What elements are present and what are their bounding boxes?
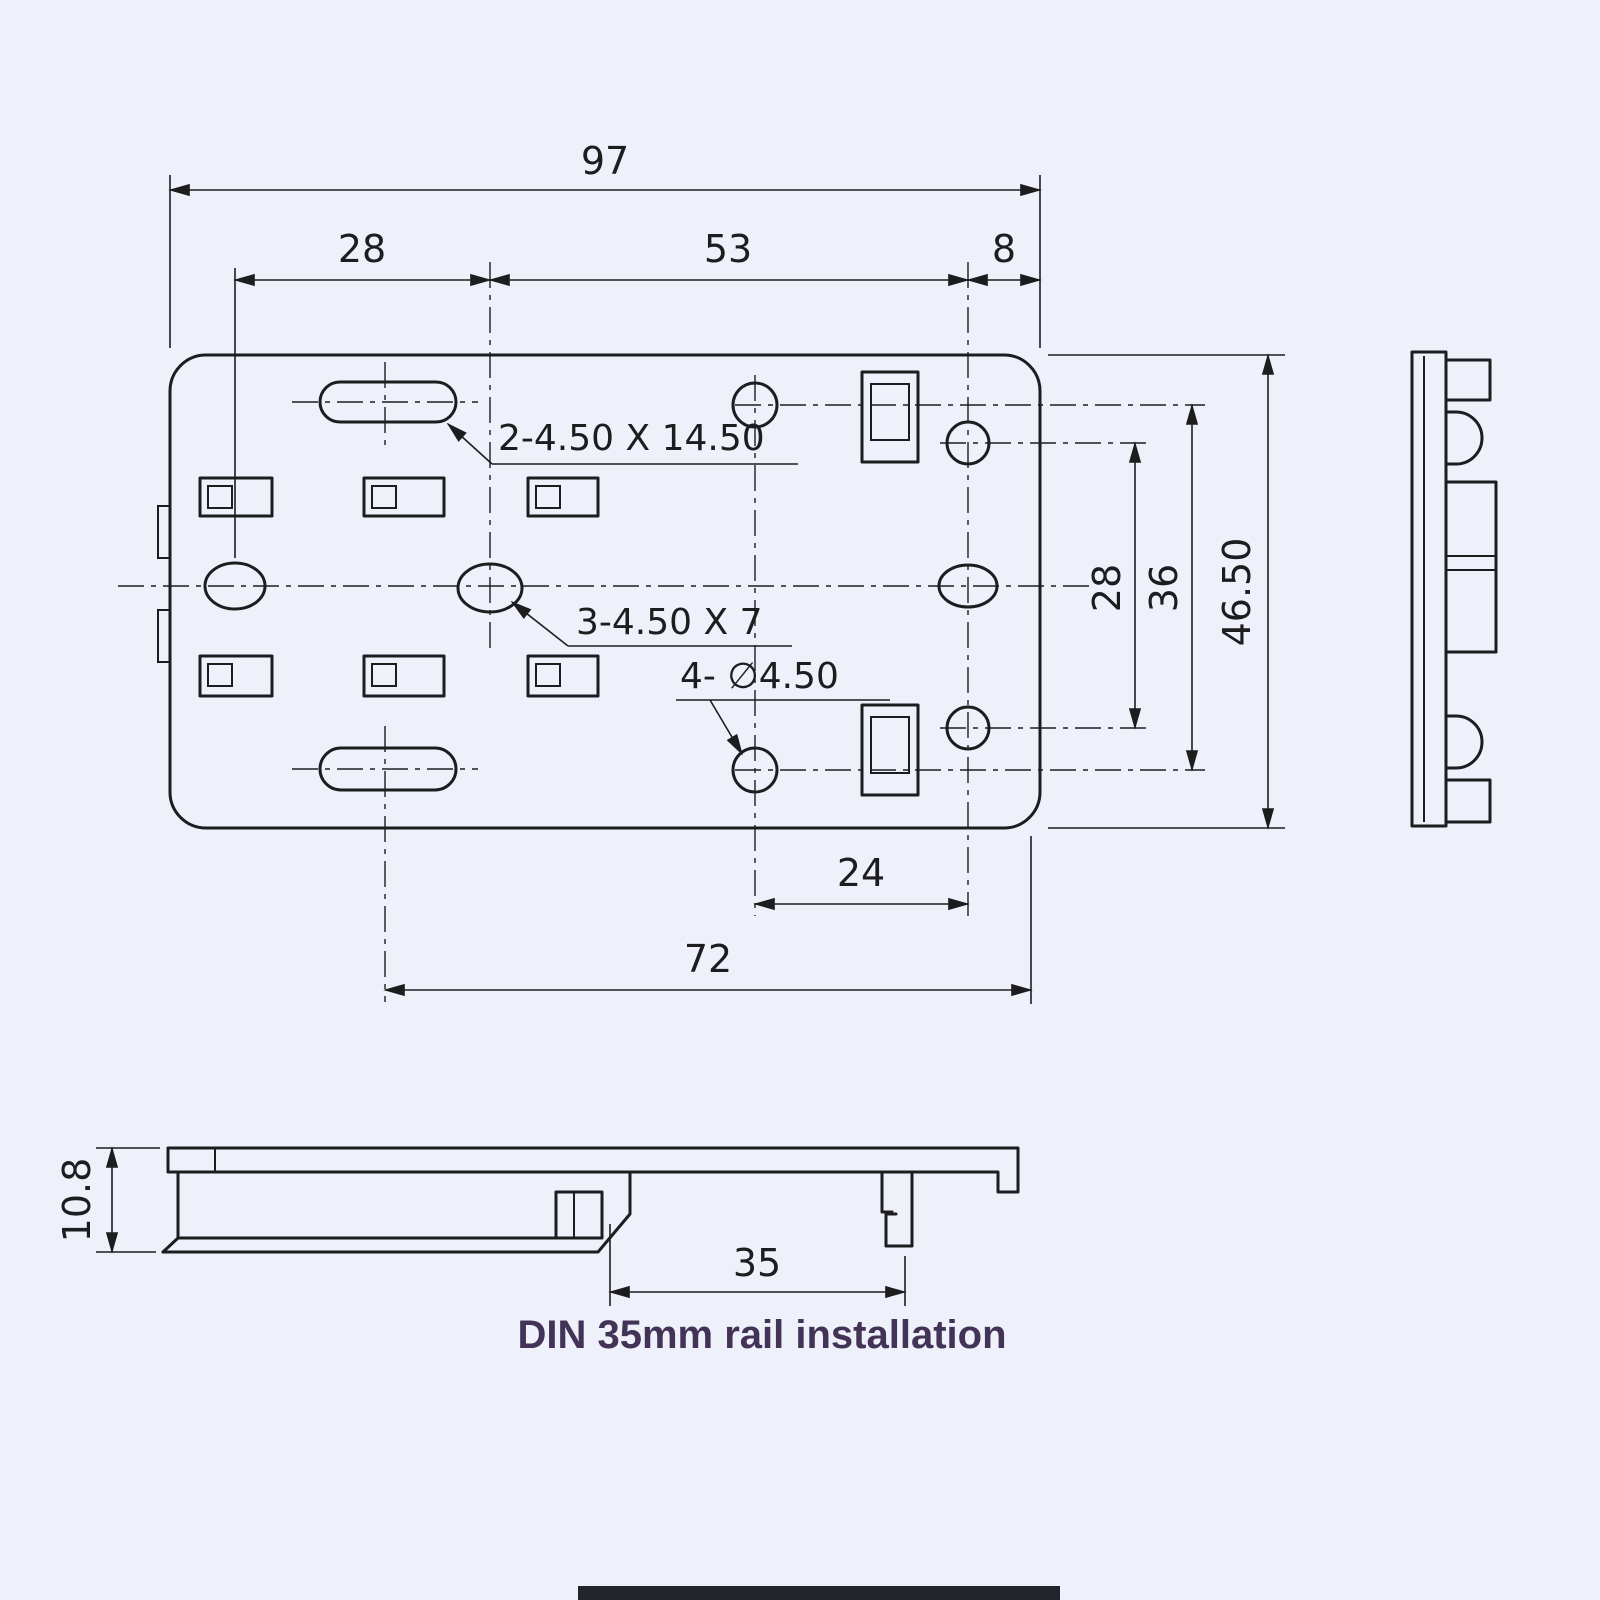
caption-din-rail: DIN 35mm rail installation xyxy=(517,1313,1006,1357)
dim-holes-28: 28 xyxy=(1085,441,1142,730)
dim-row-28-53-8: 28 53 8 xyxy=(233,227,1042,558)
hole-right-bottom xyxy=(945,705,991,751)
dim-28-label: 28 xyxy=(338,227,386,271)
dim-holes-36: 36 xyxy=(1142,403,1199,772)
slot-bottom xyxy=(318,746,458,792)
side-bottom-block xyxy=(1444,778,1492,824)
profile-left-tip xyxy=(161,1236,180,1254)
hole-top-center xyxy=(731,381,779,429)
callout-ovals: 3-4.50 X 7 xyxy=(510,600,792,647)
l-cutout-5 xyxy=(362,654,446,698)
centerlines xyxy=(118,262,1205,1002)
callout-holes: 4- ∅4.50 xyxy=(676,656,890,756)
cropped-banner xyxy=(578,1586,1060,1600)
oval-left xyxy=(203,561,267,611)
callout-holes-label: 4- ∅4.50 xyxy=(680,656,839,697)
dim-8-label: 8 xyxy=(992,227,1016,271)
oval-center xyxy=(456,562,524,614)
dim-97-label: 97 xyxy=(581,139,629,183)
l-cutout-1 xyxy=(198,476,274,518)
l-cutout-1-inner xyxy=(207,485,233,509)
dim-24-label: 24 xyxy=(837,851,885,895)
l-cutout-5-inner xyxy=(371,663,397,687)
l-cutout-6-inner xyxy=(535,663,561,687)
bottom-view: 10.8 35 DIN 35mm rail installation xyxy=(55,1146,1020,1357)
profile-hook-outer xyxy=(884,1170,914,1248)
dim-53-label: 53 xyxy=(704,227,752,271)
leader-line xyxy=(510,600,569,647)
oval-right xyxy=(937,563,999,609)
callout-slots: 2-4.50 X 14.50 xyxy=(446,418,798,465)
profile-body-inner xyxy=(176,1170,558,1240)
side-upper-bump xyxy=(1444,410,1484,466)
dim-72-label: 72 xyxy=(684,937,732,981)
dim-35-label: 35 xyxy=(733,1241,781,1285)
rect-cutout-top-inner xyxy=(870,383,910,441)
dim-bottom-24: 24 xyxy=(753,851,970,911)
side-mid-block xyxy=(1444,480,1498,654)
plate-outline xyxy=(168,353,1042,830)
side-top-block xyxy=(1444,358,1492,402)
l-cutout-3-inner xyxy=(535,485,561,509)
left-edge-tab-upper xyxy=(157,505,170,559)
profile-bottom-edge xyxy=(161,1170,632,1254)
top-view: 97 28 53 8 46.50 36 28 xyxy=(118,139,1285,1004)
dim-overall-height: 46.50 xyxy=(1048,353,1285,830)
rect-cutout-bottom-inner xyxy=(870,716,910,774)
dim-overall-width: 97 xyxy=(168,139,1042,348)
l-cutout-3 xyxy=(526,476,600,518)
l-cutout-6 xyxy=(526,654,600,698)
rect-cutout-bottom xyxy=(860,703,920,797)
dim-profile-height: 10.8 xyxy=(55,1146,160,1254)
dim-10-8-label: 10.8 xyxy=(55,1158,99,1243)
hole-right-top xyxy=(945,420,991,466)
leader-line xyxy=(446,422,493,465)
l-cutout-4 xyxy=(198,654,274,698)
slot-top xyxy=(318,380,458,424)
side-lower-bump xyxy=(1444,714,1484,770)
dim-rail-width: 35 xyxy=(608,1224,907,1306)
side-view xyxy=(1410,350,1498,828)
profile-clip-latch xyxy=(554,1190,604,1240)
callout-ovals-label: 3-4.50 X 7 xyxy=(576,602,763,643)
l-cutout-4-inner xyxy=(207,663,233,687)
dim-28-vertical-label: 28 xyxy=(1085,564,1129,612)
dim-36-label: 36 xyxy=(1142,564,1186,612)
hole-bottom-center xyxy=(731,746,779,794)
l-cutout-2-inner xyxy=(371,485,397,509)
callout-slots-label: 2-4.50 X 14.50 xyxy=(498,418,765,459)
dim-bottom-72: 72 xyxy=(383,836,1033,1004)
rect-cutout-top xyxy=(860,370,920,464)
left-edge-tab-lower xyxy=(157,609,170,663)
l-cutout-2 xyxy=(362,476,446,518)
side-plate-slab xyxy=(1410,350,1448,828)
dim-46-50-label: 46.50 xyxy=(1215,538,1259,647)
profile-hook-inner xyxy=(880,1170,894,1214)
profile-top-bar xyxy=(166,1146,1020,1194)
plate-features xyxy=(198,370,999,797)
leader-line xyxy=(709,699,743,756)
